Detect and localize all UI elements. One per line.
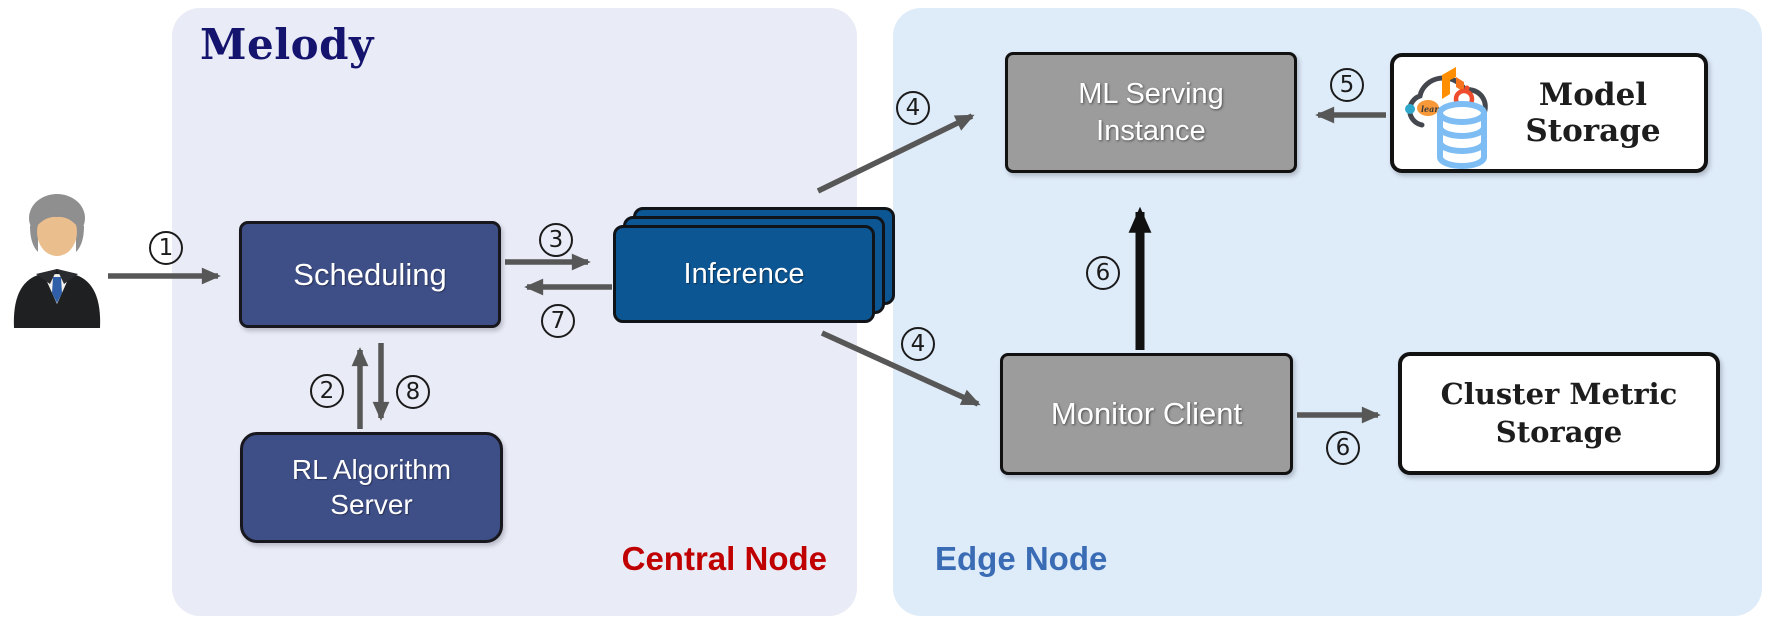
cluster-metric-label-line2: Storage bbox=[1495, 414, 1623, 449]
step-badge-6b: 6 bbox=[1326, 431, 1360, 465]
ml-serving-instance-box: ML Serving Instance bbox=[1005, 52, 1297, 173]
step-badge-8: 8 bbox=[396, 375, 430, 409]
rl-algorithm-server-box: RL Algorithm Server bbox=[240, 432, 503, 543]
central-node-label: Central Node bbox=[621, 540, 827, 577]
step-badge-7: 7 bbox=[541, 304, 575, 338]
model-storage-box: learn Model Storage bbox=[1390, 53, 1708, 173]
tensorflow-icon bbox=[1442, 67, 1456, 99]
ml-frameworks-cloud-icon: learn bbox=[1405, 67, 1488, 169]
step-badge-2: 2 bbox=[310, 374, 344, 408]
rl-server-label-line2: Server bbox=[330, 488, 413, 520]
svg-text:learn: learn bbox=[1421, 104, 1445, 114]
monitor-client-label: Monitor Client bbox=[1050, 396, 1243, 431]
step-badge-4a: 4 bbox=[896, 91, 930, 125]
cluster-metric-storage-box: Cluster Metric Storage bbox=[1398, 352, 1720, 475]
inference-label: Inference bbox=[683, 257, 805, 290]
ml-serving-label-line1: ML Serving bbox=[1078, 78, 1224, 111]
cluster-metric-label-line1: Cluster Metric bbox=[1440, 376, 1678, 411]
arrow-inference-to-monitor bbox=[820, 330, 981, 407]
scikit-learn-icon bbox=[1417, 100, 1439, 116]
ml-serving-label-line2: Instance bbox=[1096, 114, 1206, 147]
rl-server-label-line1: RL Algorithm bbox=[291, 454, 452, 486]
diagram-title: Melody bbox=[200, 20, 374, 69]
scheduling-box: Scheduling bbox=[239, 221, 501, 328]
database-icon bbox=[1437, 101, 1487, 169]
model-storage-label: Model Storage bbox=[1525, 77, 1661, 149]
user-icon bbox=[13, 194, 101, 328]
step-badge-4b: 4 bbox=[901, 327, 935, 361]
scheduling-label: Scheduling bbox=[293, 256, 447, 292]
arrow-inference-to-mlserving bbox=[816, 113, 975, 194]
edge-node-label: Edge Node bbox=[935, 540, 1108, 577]
inference-box: Inference bbox=[613, 225, 875, 323]
step-badge-5: 5 bbox=[1330, 68, 1364, 102]
step-badge-1: 1 bbox=[149, 231, 183, 265]
step-badge-6a: 6 bbox=[1086, 256, 1120, 290]
monitor-client-box: Monitor Client bbox=[1000, 353, 1293, 475]
step-badge-3: 3 bbox=[539, 223, 573, 257]
